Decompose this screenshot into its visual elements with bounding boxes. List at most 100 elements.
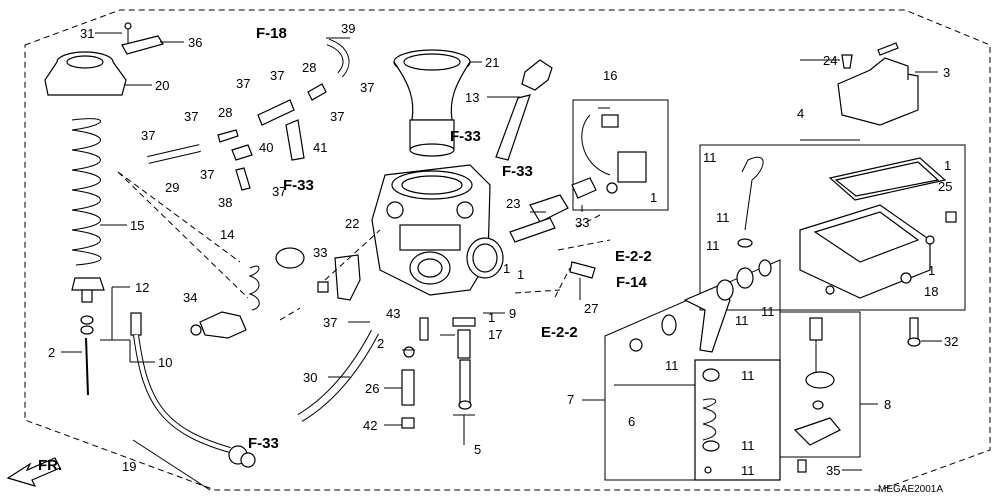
label-11g: 11 (741, 368, 755, 383)
label-3: 3 (943, 65, 950, 80)
label-36: 36 (188, 35, 202, 50)
ref-e22-right: E-2-2 (615, 248, 652, 265)
clip-24 (841, 54, 853, 69)
label-30: 30 (303, 370, 317, 385)
label-11h: 11 (741, 438, 755, 453)
label-23: 23 (506, 196, 520, 211)
accelerator-pump-set (190, 247, 305, 339)
label-37h: 37 (360, 80, 374, 95)
label-35: 35 (826, 463, 840, 478)
sensor-wire-assy (572, 99, 669, 211)
choke-bracket (334, 254, 361, 301)
carburetor-body (371, 164, 504, 296)
fuel-elbow (495, 59, 553, 161)
label-37g: 37 (330, 109, 344, 124)
throttle-cable (130, 312, 256, 468)
label-40: 40 (259, 140, 273, 155)
float-chamber (799, 204, 931, 299)
float-valve-set (793, 317, 841, 473)
ref-f33-top: F-33 (450, 128, 481, 145)
label-11i: 11 (741, 463, 755, 478)
label-16: 16 (603, 68, 617, 83)
label-41: 41 (313, 140, 327, 155)
label-34: 34 (183, 290, 197, 305)
label-24: 24 (823, 53, 837, 68)
bracket-plate (121, 35, 164, 55)
label-13: 13 (465, 90, 479, 105)
spring-set (702, 368, 720, 474)
label-37i: 37 (323, 315, 337, 330)
label-31: 31 (80, 26, 94, 41)
diagram-code: MEGAE2001A (878, 484, 943, 495)
label-15: 15 (130, 218, 144, 233)
label-43: 43 (386, 306, 400, 321)
label-26: 26 (365, 381, 379, 396)
label-1b: 1 (503, 261, 510, 276)
ref-f14: F-14 (616, 274, 648, 291)
label-20: 20 (155, 78, 169, 93)
jet-assembly (452, 317, 476, 410)
label-25: 25 (938, 179, 952, 194)
label-39: 39 (341, 21, 355, 36)
label-19: 19 (122, 459, 136, 474)
idle-adjust-parts (401, 317, 429, 429)
guide-lines (117, 171, 611, 321)
label-32: 32 (944, 334, 958, 349)
label-37a: 37 (141, 128, 155, 143)
label-4: 4 (797, 106, 804, 121)
label-37f: 37 (272, 184, 286, 199)
jet-needle (85, 337, 89, 396)
label-22: 22 (345, 216, 359, 231)
label-1e: 1 (944, 158, 951, 173)
label-37c: 37 (200, 167, 214, 182)
set-8-box (779, 311, 861, 458)
label-29: 29 (165, 180, 179, 195)
label-10: 10 (158, 355, 172, 370)
label-12: 12 (135, 280, 149, 295)
label-38: 38 (218, 195, 232, 210)
label-11b: 11 (716, 210, 730, 225)
label-11c: 11 (706, 238, 720, 253)
float-chamber-box (699, 144, 966, 311)
label-18: 18 (924, 284, 938, 299)
label-11e: 11 (761, 304, 775, 319)
breather-hose-assy (147, 83, 327, 191)
label-1a: 1 (650, 190, 657, 205)
part-number-labels: 31 36 20 15 12 2 10 19 34 14 22 33 29 37… (48, 21, 958, 478)
ref-f33-left: F-33 (283, 177, 314, 194)
label-42: 42 (363, 418, 377, 433)
label-11f: 11 (665, 358, 679, 373)
ref-f33-bottom: F-33 (248, 435, 279, 452)
throttle-linkage (509, 194, 596, 279)
label-9: 9 (509, 306, 516, 321)
label-33b: 33 (575, 215, 589, 230)
label-11d: 11 (735, 313, 749, 328)
label-1f: 1 (928, 263, 935, 278)
small-screw (124, 22, 132, 44)
label-21: 21 (485, 55, 499, 70)
drain-screw-32 (907, 317, 921, 347)
ref-f33-right: F-33 (502, 163, 533, 180)
label-28b: 28 (302, 60, 316, 75)
label-27: 27 (584, 301, 598, 316)
front-arrow-label: FR. (38, 457, 62, 474)
label-7: 7 (567, 392, 574, 407)
vent-hose-30 (297, 329, 379, 422)
front-arrow: FR. (6, 457, 62, 487)
label-28a: 28 (218, 105, 232, 120)
chamber-screws (925, 211, 957, 245)
overflow-hose (326, 38, 350, 78)
label-2: 2 (48, 345, 55, 360)
ref-e22-bottom: E-2-2 (541, 324, 578, 341)
label-1d: 1 (488, 310, 495, 325)
top-cover (44, 51, 127, 96)
label-2b: 2 (377, 336, 384, 351)
label-33a: 33 (313, 245, 327, 260)
assembly-boundary (24, 9, 991, 491)
cross-reference-labels: F-18 F-33 F-33 F-33 F-33 E-2-2 F-14 E-2-… (248, 25, 652, 452)
bolt-33-left (317, 281, 329, 293)
breather-cover-3 (837, 42, 919, 126)
label-1c: 1 (517, 267, 524, 282)
vacuum-spring (71, 118, 102, 266)
